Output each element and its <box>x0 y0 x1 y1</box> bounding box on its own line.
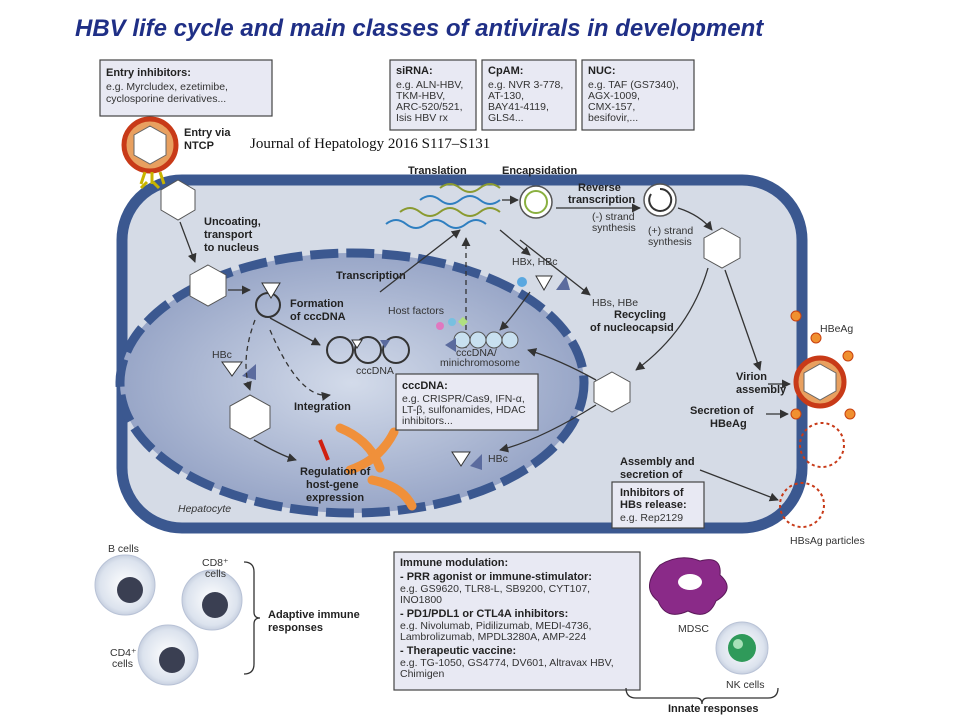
innate-responses-label: Innate responses <box>668 703 758 715</box>
rcdna-capsid-icon <box>643 183 677 217</box>
svg-text:e.g. TAF (GS7340),AGX-1009,CMX: e.g. TAF (GS7340),AGX-1009,CMX-157,besif… <box>588 79 679 124</box>
svg-text:siRNA:: siRNA: <box>396 65 433 77</box>
hbc-icon <box>451 451 482 470</box>
pgrna-capsid-icon <box>519 185 553 219</box>
svg-text:e.g. NVR 3-778,AT-130,BAY41-41: e.g. NVR 3-778,AT-130,BAY41-4119,GLS4... <box>488 79 563 124</box>
translation-label: Translation <box>408 165 467 177</box>
minichromosome-icon <box>445 331 519 352</box>
svg-text:e.g. Myrcludex, ezetimibe,cycl: e.g. Myrcludex, ezetimibe,cyclosporine d… <box>106 81 228 105</box>
hbsag-particles-label: HBsAg particles <box>790 535 865 547</box>
svg-text:e.g. Nivolumab, Pidilizumab, M: e.g. Nivolumab, Pidilizumab, MEDI-4736,L… <box>400 620 591 643</box>
b-cells-label: B cells <box>108 543 139 555</box>
recycled-capsid-icon <box>593 371 631 413</box>
svg-text:- PRR agonist or immune-stimul: - PRR agonist or immune-stimulator: <box>400 571 592 583</box>
hbc-icon <box>221 361 256 380</box>
capsid-icon <box>160 179 196 221</box>
svg-text:- Therapeutic vaccine:: - Therapeutic vaccine: <box>400 645 516 657</box>
entry-inhibitors-box: Entry inhibitors: e.g. Myrcludex, ezetim… <box>99 59 273 117</box>
minichromosome-label: cccDNA/minichromosome <box>440 347 520 369</box>
cd8-cell <box>181 569 243 631</box>
svg-text:e.g. GS9620, TLR8-L, SB9200, C: e.g. GS9620, TLR8-L, SB9200, CYT107,INO1… <box>400 583 590 606</box>
rcdna-icon <box>255 282 281 318</box>
mature-capsid-icon <box>703 227 741 269</box>
cd4-cell <box>137 624 199 686</box>
ntcp-receptor <box>139 180 161 190</box>
svg-text:Entry inhibitors:: Entry inhibitors: <box>106 67 191 79</box>
svg-text:e.g. TG-1050, GS4774, DV601, A: e.g. TG-1050, GS4774, DV601, Altravax HB… <box>400 657 614 680</box>
hbx-hbc-label: HBx, HBc <box>512 256 558 268</box>
page-title: HBV life cycle and main classes of antiv… <box>75 15 764 42</box>
svg-text:CpAM:: CpAM: <box>488 65 523 77</box>
nuclear-capsid-icon <box>229 394 271 440</box>
hbsag-particle <box>779 422 845 528</box>
cpam-box: CpAM: e.g. NVR 3-778,AT-130,BAY41-4119,G… <box>481 59 577 131</box>
cccdna-icon <box>326 336 410 364</box>
mdsc-cell <box>649 557 728 615</box>
svg-text:e.g. ALN-HBV,TKM-HBV,ARC-520/5: e.g. ALN-HBV,TKM-HBV,ARC-520/521,Isis HB… <box>396 79 463 124</box>
capsid-icon <box>189 264 227 307</box>
svg-text:e.g. CRISPR/Cas9, IFN-α,LT-β,: e.g. CRISPR/Cas9, IFN-α,LT-β, sulfonamid… <box>402 393 526 427</box>
hbc-label: HBc <box>212 349 232 361</box>
transcription-label: Transcription <box>336 270 406 282</box>
b-cell <box>94 554 156 616</box>
nuc-box: NUC: e.g. TAF (GS7340),AGX-1009,CMX-157,… <box>581 59 695 131</box>
citation: Journal of Hepatology 2016 S117–S131 <box>250 136 490 152</box>
nucleus <box>115 248 589 518</box>
svg-text:Immune modulation:: Immune modulation: <box>400 557 508 569</box>
host-factors-label: Host factors <box>388 305 444 317</box>
innate-brace <box>625 687 779 705</box>
cd4-cells-label: CD4⁺cells <box>110 647 137 670</box>
entry-virion <box>121 116 179 185</box>
sirna-box: siRNA: e.g. ALN-HBV,TKM-HBV,ARC-520/521,… <box>389 59 477 131</box>
chromosome-icon <box>318 423 417 511</box>
nk-cells-label: NK cells <box>726 679 765 691</box>
immune-modulation-box: Immune modulation: - PRR agonist or immu… <box>393 551 641 691</box>
hbeag-icon <box>790 310 856 420</box>
hbeag-label: HBeAg <box>820 323 853 335</box>
host-factors-icon <box>436 316 468 330</box>
svg-text:NUC:: NUC: <box>588 65 616 77</box>
integration-label: Integration <box>294 401 351 413</box>
mdsc-label: MDSC <box>678 623 709 635</box>
hbs-hbe-label: HBs, HBe <box>592 297 638 309</box>
nk-cell <box>715 621 769 675</box>
hbx-hbc-icon <box>517 275 570 292</box>
svg-text:cccDNA:: cccDNA: <box>402 380 448 392</box>
hbc-label-2: HBc <box>488 453 508 465</box>
cd8-cells-label: CD8⁺cells <box>202 557 229 580</box>
cccdna-inhibitors-box: cccDNA: e.g. CRISPR/Cas9, IFN-α,LT-β, su… <box>395 373 539 431</box>
hepatocyte-label: Hepatocyte <box>178 503 231 515</box>
cccdna-label: cccDNA <box>356 365 394 377</box>
adaptive-brace <box>243 561 261 675</box>
svg-text:e.g. Rep2129: e.g. Rep2129 <box>620 512 683 524</box>
mrna-icon <box>385 183 501 229</box>
svg-text:- PD1/PDL1 or CTL4A inhibitors: - PD1/PDL1 or CTL4A inhibitors: <box>400 608 568 620</box>
encapsidation-label: Encapsidation <box>502 165 577 177</box>
secreted-virion <box>793 355 847 409</box>
